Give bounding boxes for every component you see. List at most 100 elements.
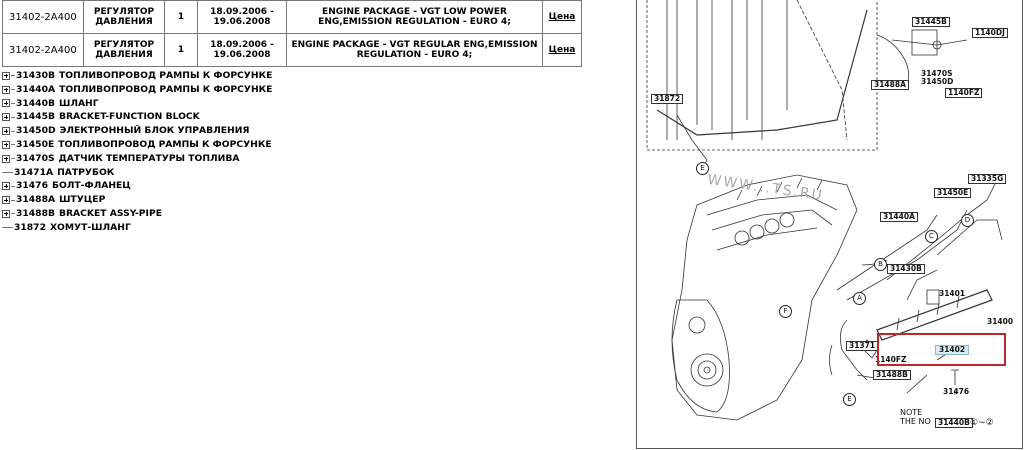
tree-item-code: 31488A bbox=[16, 194, 56, 206]
price-cell: Цена bbox=[542, 0, 582, 34]
part-name-cell: РЕГУЛЯТОР ДАВЛЕНИЯ bbox=[83, 0, 165, 34]
callout-31371: 31371 bbox=[846, 341, 879, 351]
tree-connector bbox=[2, 227, 13, 229]
part-code-cell: 31402-2A400 bbox=[2, 0, 84, 34]
quantity-cell: 1 bbox=[164, 33, 198, 67]
quantity-cell: 1 bbox=[164, 0, 198, 34]
expand-plus-icon[interactable] bbox=[2, 71, 10, 80]
callout-31488a: 31488A bbox=[871, 80, 909, 90]
callout-31402[interactable]: 31402 bbox=[935, 345, 970, 355]
price-link[interactable]: Цена bbox=[548, 12, 576, 22]
tree-item-label: ТОПЛИВОПРОВОД РАМПЫ К ФОРСУНКЕ bbox=[59, 83, 273, 95]
tree-item-code: 31440A bbox=[16, 83, 56, 95]
callout-31488b: 31488B bbox=[873, 370, 911, 380]
table-row: 31402-2A400 РЕГУЛЯТОР ДАВЛЕНИЯ 1 18.09.2… bbox=[2, 33, 582, 67]
tree-connector bbox=[11, 89, 15, 91]
expand-plus-icon[interactable] bbox=[2, 209, 10, 218]
tree-connector bbox=[11, 130, 15, 132]
tree-item-label: BRACKET-FUNCTION BLOCK bbox=[58, 111, 200, 123]
tree-item-label: БОЛТ-ФЛАНЕЦ bbox=[51, 180, 131, 192]
callout-31401: 31401 bbox=[939, 289, 966, 298]
applicability-cell: ENGINE PACKAGE - VGT LOW POWER ENG,EMISS… bbox=[286, 0, 543, 34]
note-range: ①~② bbox=[970, 418, 994, 428]
callout-31440a: 31440A bbox=[880, 212, 918, 222]
callout-1140dj: 1140DJ bbox=[972, 28, 1008, 38]
tree-item-label: ЭЛЕКТРОННЫЙ БЛОК УПРАВЛЕНИЯ bbox=[59, 125, 250, 137]
callout-31450d: 31450D bbox=[921, 77, 954, 86]
tree-item-code: 31445B bbox=[16, 111, 55, 123]
tree-item-label: ТОПЛИВОПРОВОД РАМПЫ К ФОРСУНКЕ bbox=[58, 138, 272, 150]
exploded-view-diagram: WWW...TS.RU E D C B A F E 31445B 1140DJ … bbox=[636, 0, 1023, 449]
tree-connector bbox=[11, 116, 15, 118]
expand-plus-icon[interactable] bbox=[2, 85, 10, 94]
date-range-cell: 18.09.2006 - 19.06.2008 bbox=[197, 33, 287, 67]
callout-31400: 31400 bbox=[987, 317, 1014, 326]
expand-plus-icon[interactable] bbox=[2, 182, 10, 191]
marker-b: B bbox=[874, 258, 887, 271]
tree-item-label: ХОМУТ-ШЛАНГ bbox=[49, 221, 131, 233]
tree-connector bbox=[11, 158, 15, 160]
tree-item-code: 31476 bbox=[16, 180, 48, 192]
applicability-cell: ENGINE PACKAGE - VGT REGULAR ENG,EMISSIO… bbox=[286, 33, 543, 67]
engine-line-drawing bbox=[646, 0, 1003, 421]
callout-31470s: 31470S bbox=[921, 69, 953, 78]
tree-item-code: 31450E bbox=[16, 138, 55, 150]
callout-31445b: 31445B bbox=[912, 17, 950, 27]
callout-31450e: 31450E bbox=[934, 188, 972, 198]
callout-31440b: 31440B bbox=[935, 418, 973, 428]
parts-table: 31402-2A400 РЕГУЛЯТОР ДАВЛЕНИЯ 1 18.09.2… bbox=[2, 0, 582, 67]
date-range-cell: 18.09.2006 - 19.06.2008 bbox=[197, 0, 287, 34]
marker-f: F bbox=[779, 305, 792, 318]
tree-item-label: ПАТРУБОК bbox=[57, 166, 115, 178]
tree-connector bbox=[11, 185, 15, 187]
expand-plus-icon[interactable] bbox=[2, 99, 10, 108]
tree-item-code: 31450D bbox=[16, 125, 56, 137]
tree-item-label: ШТУЦЕР bbox=[59, 194, 106, 206]
part-code-cell: 31402-2A400 bbox=[2, 33, 84, 67]
selected-part-highlight bbox=[877, 333, 1006, 366]
tree-connector bbox=[11, 75, 15, 77]
expand-plus-icon[interactable] bbox=[2, 196, 10, 205]
tree-connector bbox=[11, 102, 15, 104]
note-text: THE NO bbox=[900, 417, 931, 426]
tree-item-label: ДАТЧИК ТЕМПЕРАТУРЫ ТОПЛИВА bbox=[58, 152, 240, 164]
tree-connector bbox=[11, 144, 15, 146]
expand-plus-icon[interactable] bbox=[2, 154, 10, 163]
marker-a: A bbox=[853, 292, 866, 305]
tree-item-code: 31430B bbox=[16, 70, 55, 81]
marker-e-top: E bbox=[696, 162, 709, 175]
tree-item-code: 31488B bbox=[16, 207, 55, 219]
tree-item-code: 31471A bbox=[14, 166, 54, 178]
marker-e-bottom: E bbox=[843, 393, 856, 406]
callout-31476: 31476 bbox=[943, 387, 970, 396]
price-link[interactable]: Цена bbox=[548, 45, 576, 55]
callout-31430b: 31430B bbox=[887, 264, 925, 274]
expand-plus-icon[interactable] bbox=[2, 127, 10, 136]
tree-connector bbox=[2, 171, 13, 173]
price-cell: Цена bbox=[542, 33, 582, 67]
note-text-start: THE NO bbox=[900, 417, 931, 426]
expand-plus-icon[interactable] bbox=[2, 113, 10, 122]
expand-plus-icon[interactable] bbox=[2, 140, 10, 149]
tree-item-code: 31872 bbox=[14, 221, 46, 233]
tree-connector bbox=[11, 213, 15, 215]
callout-31335g: 31335G bbox=[968, 174, 1007, 184]
tree-connector bbox=[11, 199, 15, 201]
marker-d: D bbox=[961, 214, 974, 227]
tree-item-label: ТОПЛИВОПРОВОД РАМПЫ К ФОРСУНКЕ bbox=[58, 70, 273, 81]
callout-1140fz-top: 1140FZ bbox=[945, 88, 983, 98]
marker-c: C bbox=[925, 230, 938, 243]
tree-item-code: 31440B bbox=[16, 97, 55, 109]
